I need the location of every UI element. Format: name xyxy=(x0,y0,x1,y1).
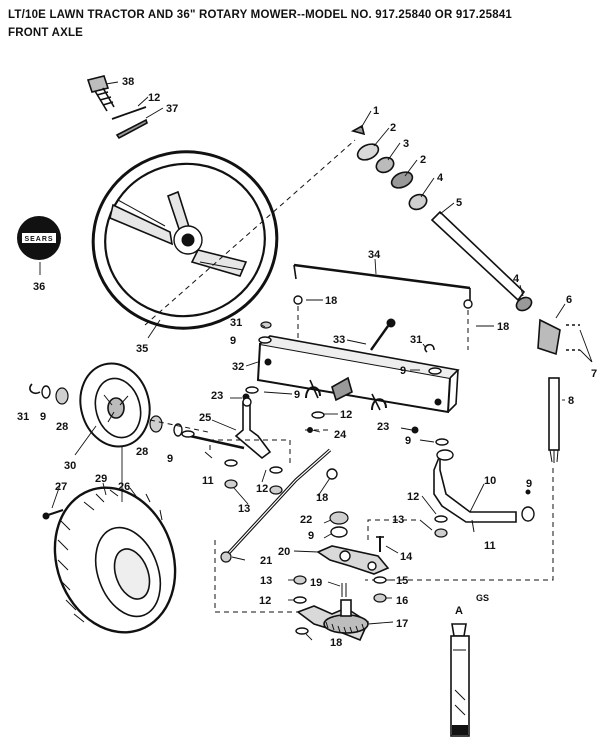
callout-13-left: 13 xyxy=(238,503,250,515)
callout-12-left: 12 xyxy=(256,483,268,495)
callout-13-right: 13 xyxy=(392,514,404,526)
callout-28-left: 28 xyxy=(56,421,68,433)
callout-2-bushing: 2 xyxy=(390,122,396,134)
callout-17: 17 xyxy=(396,618,408,630)
callout-36: 36 xyxy=(33,281,45,293)
callout-32: 32 xyxy=(232,361,244,373)
bolt-38-drawing xyxy=(86,75,115,112)
diagram-title: LT/10E LAWN TRACTOR AND 36" ROTARY MOWER… xyxy=(8,9,513,21)
callout-7: 7 xyxy=(591,368,597,380)
footer-code: GS xyxy=(476,593,489,603)
callout-38: 38 xyxy=(122,76,134,88)
front-tire-drawing xyxy=(53,486,177,634)
callout-9-right: 9 xyxy=(400,365,406,377)
callout-25: 25 xyxy=(199,412,211,424)
callout-1: 1 xyxy=(373,105,379,117)
callout-23-right: 23 xyxy=(377,421,389,433)
sector-gear xyxy=(296,599,370,642)
callout-21: 21 xyxy=(260,555,272,567)
callout-9-plate: 9 xyxy=(308,530,314,542)
callout-A: A xyxy=(455,605,463,617)
callout-5: 5 xyxy=(456,197,462,209)
callout-3: 3 xyxy=(403,138,409,150)
sears-logo-text: SEARS xyxy=(24,236,53,243)
callout-30: 30 xyxy=(64,460,76,472)
wheel-rim-drawing xyxy=(79,362,151,448)
callout-9-spindle: 9 xyxy=(526,478,532,490)
callout-29: 29 xyxy=(95,473,107,485)
diagram-header: LT/10E LAWN TRACTOR AND 36" ROTARY MOWER… xyxy=(8,6,512,42)
callout-18-right: 18 xyxy=(497,321,509,333)
diagram-subtitle: FRONT AXLE xyxy=(8,27,84,39)
callout-31-top: 31 xyxy=(230,317,242,329)
callout-15: 15 xyxy=(396,575,408,587)
callout-12-axle: 12 xyxy=(340,409,352,421)
callout-16: 16 xyxy=(396,595,408,607)
callout-6: 6 xyxy=(566,294,572,306)
callout-34: 34 xyxy=(368,249,381,261)
callout-12-right: 12 xyxy=(407,491,419,503)
callout-9-top: 9 xyxy=(230,335,236,347)
callout-10: 10 xyxy=(484,475,496,487)
callout-18-left: 18 xyxy=(325,295,337,307)
callout-31-right: 31 xyxy=(410,334,422,346)
callout-8: 8 xyxy=(568,395,574,407)
pivot-plate-assembly xyxy=(316,511,390,575)
callout-11-left: 11 xyxy=(202,475,214,487)
callout-4-top: 4 xyxy=(437,172,444,184)
callout-11-right: 11 xyxy=(484,540,496,552)
callout-19: 19 xyxy=(310,577,322,589)
callout-12-pin: 12 xyxy=(148,92,160,104)
callout-31-wheel: 31 xyxy=(17,411,29,423)
callout-24: 24 xyxy=(334,429,347,441)
callout-12-plate: 12 xyxy=(259,595,271,607)
callout-4-lower: 4 xyxy=(513,273,520,285)
callout-9-lower: 9 xyxy=(405,435,411,447)
callout-28-right: 28 xyxy=(136,446,148,458)
steering-wheel-drawing xyxy=(91,150,279,330)
sears-logo: SEARS xyxy=(17,216,61,260)
callout-26: 26 xyxy=(118,481,130,493)
callout-33: 33 xyxy=(333,334,345,346)
callout-18-gear: 18 xyxy=(330,637,342,649)
grease-tube-drawing xyxy=(450,623,470,737)
steering-column-bushings xyxy=(350,124,428,211)
front-axle-bar xyxy=(256,335,460,414)
callout-23-left: 23 xyxy=(211,390,223,402)
callout-27: 27 xyxy=(55,481,67,493)
callout-labels: 1 2 3 2 4 5 38 12 37 36 35 34 18 18 4 6 … xyxy=(17,76,597,649)
callout-37: 37 xyxy=(166,103,178,115)
callout-9-mid: 9 xyxy=(294,389,300,401)
callout-22: 22 xyxy=(300,514,312,526)
callout-9-hub: 9 xyxy=(167,453,173,465)
callout-35: 35 xyxy=(136,343,148,355)
callout-20: 20 xyxy=(278,546,290,558)
callout-9-wheel: 9 xyxy=(40,411,46,423)
callout-18-rod: 18 xyxy=(316,492,328,504)
callout-13-plate: 13 xyxy=(260,575,272,587)
callout-2-bearing: 2 xyxy=(420,154,426,166)
callout-14: 14 xyxy=(400,551,413,563)
